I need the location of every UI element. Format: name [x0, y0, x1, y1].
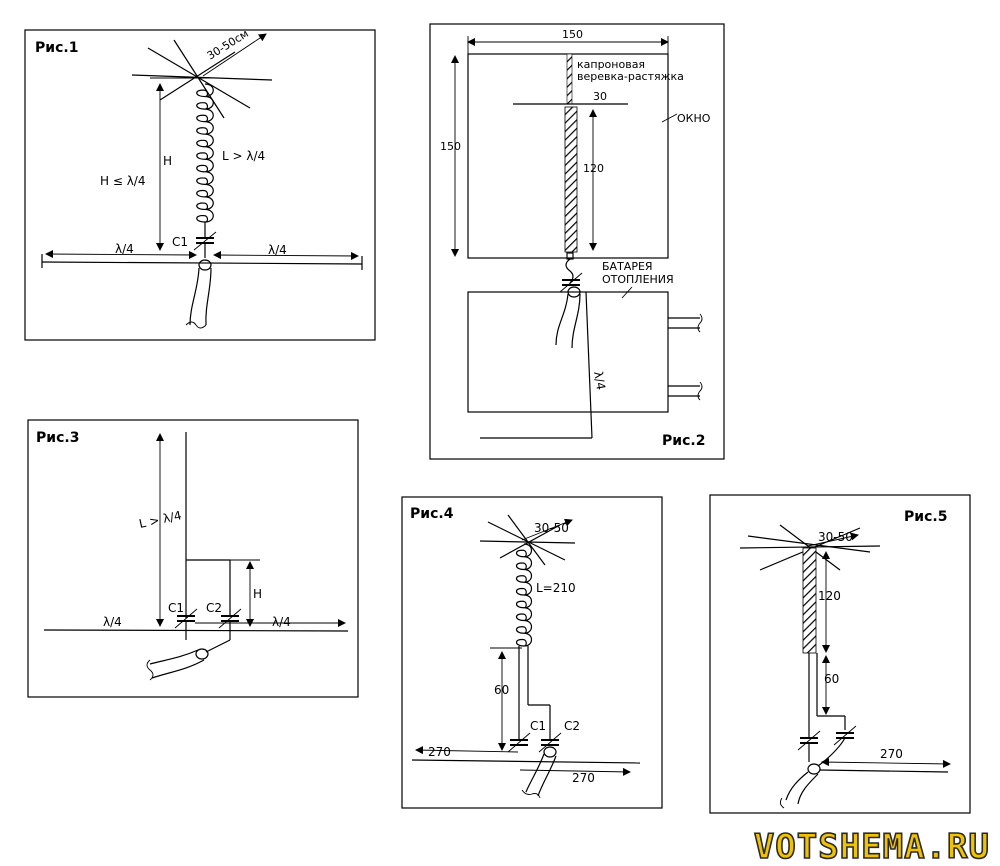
- figure-3-counterpoise: [43, 629, 349, 632]
- figure-1: Рис.1 30-50см C1 H H ≤ λ/4 L > λ/4 λ/4: [24, 27, 376, 341]
- figure-1-top-radiator: [131, 39, 273, 119]
- figure-2-rope: [566, 53, 573, 105]
- figure-2-length-label: 120: [583, 162, 604, 175]
- figure-1-coax-end: [198, 259, 212, 271]
- figure-4: Рис.4 30-50 L=210 60 C1 C2 270: [401, 496, 663, 809]
- figure-5: Рис.5 30-50 120 60: [709, 494, 971, 814]
- figure-1-span-arrow: [202, 33, 267, 77]
- figure-3-c1-label: C1: [168, 601, 184, 615]
- figure-2-quarter-label: λ/4: [591, 370, 608, 391]
- figure-3-title: Рис.3: [36, 430, 79, 446]
- figure-1-l-condition: L > λ/4: [222, 149, 265, 163]
- figure-2-window-label: ОКНО: [677, 112, 711, 125]
- figure-1-frame: [24, 29, 376, 341]
- figure-2-heating-radiator: [467, 291, 669, 413]
- figure-2-width-label: 150: [562, 28, 583, 41]
- figure-2-quarter-wire: [585, 291, 593, 439]
- figure-2-radiator-element: [564, 106, 578, 253]
- figure-4-counterpoise: [411, 759, 641, 764]
- figure-5-title: Рис.5: [904, 509, 947, 525]
- figure-3-frame: [27, 419, 359, 698]
- figure-2-radiator-label-1: БАТАРЕЯ: [602, 260, 653, 273]
- figure-2-title: Рис.2: [662, 433, 705, 449]
- figure-3-c2-label: C2: [206, 601, 222, 615]
- figure-4-span-label: 30-50: [534, 521, 569, 535]
- figure-2-bar-label: 30: [593, 90, 607, 103]
- figure-4-c1-label: C1: [530, 719, 546, 733]
- figure-1-h-label: H: [163, 154, 172, 168]
- figure-4-c2-label: C2: [564, 719, 580, 733]
- figure-5-span-label: 30-50: [818, 530, 853, 544]
- figure-4-right-label: 270: [572, 771, 595, 785]
- figure-3-left-quarter: λ/4: [103, 615, 122, 629]
- figure-5-coax-cable: [785, 771, 819, 805]
- figure-4-title: Рис.4: [410, 506, 454, 522]
- figure-4-coax-end: [543, 746, 557, 758]
- figure-4-l-label: L=210: [536, 581, 576, 595]
- figure-5-right-label: 270: [880, 747, 903, 761]
- figure-4-left-label: 270: [428, 745, 451, 759]
- figure-5-hatched-radiator: [802, 547, 817, 654]
- figure-1-counterpoise: [41, 261, 363, 265]
- figure-2-height-label: 150: [440, 140, 461, 153]
- figure-5-coax-end: [807, 763, 821, 775]
- figure-1-h-condition: H ≤ λ/4: [100, 174, 146, 188]
- figure-4-60-label: 60: [494, 683, 509, 697]
- figure-3-h-label: H: [253, 587, 262, 601]
- figure-3-right-quarter: λ/4: [272, 615, 291, 629]
- figure-1-title: Рис.1: [35, 40, 78, 56]
- figure-4-frame: [401, 496, 663, 809]
- figure-5-120-label: 120: [818, 589, 841, 603]
- figure-3: Рис.3 L > λ/4 H C1 C2 λ/4 λ/4: [27, 419, 359, 698]
- figure-1-c1-label: C1: [172, 235, 188, 249]
- figure-1-left-quarter: λ/4: [115, 242, 134, 256]
- figure-1-coil: [196, 83, 214, 223]
- figure-3-coax-cable: [149, 649, 205, 679]
- figure-4-coil: [515, 543, 533, 647]
- figure-3-coax-end: [195, 648, 209, 660]
- figure-5-counterpoise: [819, 769, 949, 773]
- figure-1-coax-cable: [189, 267, 212, 326]
- figure-2-radiator-label-2: ОТОПЛЕНИЯ: [602, 273, 674, 286]
- figure-5-60-label: 60: [824, 672, 839, 686]
- watermark-text: VOTSHEMA.RU: [754, 827, 990, 866]
- figure-4-top-radiator: [479, 514, 576, 566]
- figure-4-coax-cable: [525, 753, 557, 797]
- figure-1-right-quarter: λ/4: [268, 243, 287, 257]
